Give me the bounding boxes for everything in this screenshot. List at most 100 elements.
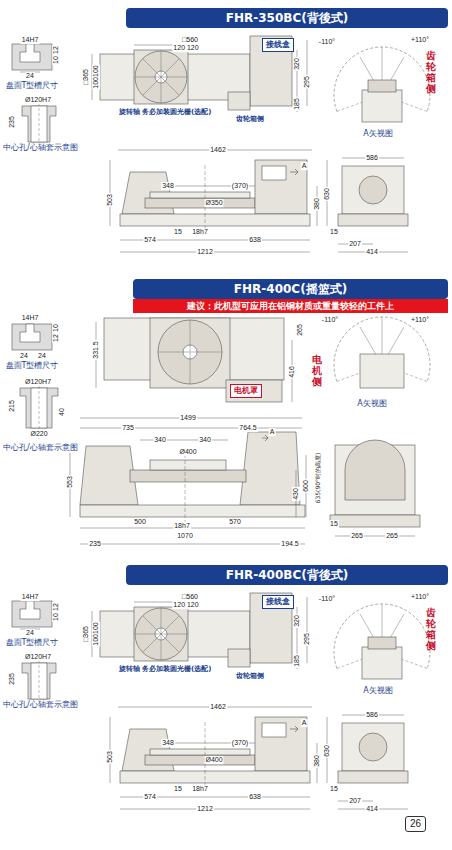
dimension-label: 185 [293, 654, 301, 668]
dimension-label: +110° [410, 593, 430, 601]
dimension-label: -110° [321, 316, 339, 324]
node-text: 26 [410, 818, 421, 830]
dimension-label: 185 [293, 97, 301, 111]
drawing-stroke [120, 252, 310, 253]
drawing-stroke [134, 50, 188, 104]
drawing-stroke [335, 536, 415, 537]
page-number: 26 [405, 816, 426, 832]
dimension-label: 586 [365, 711, 379, 719]
caption-label: A矢视图 [362, 687, 393, 696]
node-text: 接线盒 [266, 40, 290, 50]
dimension-label: 1070 [176, 532, 194, 540]
dimension-label: 764.5 [238, 424, 258, 432]
dimension-label: 10 [52, 55, 60, 65]
drawing-stroke [143, 59, 179, 95]
caption-label: 中心孔/心轴套示意图 [2, 701, 79, 710]
dimension-label: 503 [106, 193, 114, 207]
caption-label: 中心孔/心轴套示意图 [2, 444, 79, 453]
dimension-label: 320 [293, 57, 301, 71]
terminal-box-label: 接线盒 [262, 38, 294, 52]
caption-label: A矢视图 [362, 130, 393, 139]
dimension-label: 1212 [196, 248, 214, 256]
drawing-stroke [226, 380, 282, 402]
drawing-stroke [290, 169, 298, 175]
dimension-label: Ø120H7 [24, 96, 52, 104]
node-text: 建议：此机型可应用在铝铜材质或重量较轻的工件上 [139, 299, 442, 313]
drawing-stroke [262, 166, 286, 180]
drawing-stroke [330, 515, 420, 527]
dimension-label: +110° [410, 316, 430, 324]
drawing-stroke [150, 318, 230, 388]
dimension-label: 586 [365, 154, 379, 162]
caption-label: 中心孔/心轴套示意图 [2, 144, 79, 153]
drawing-stroke [12, 44, 52, 70]
dimension-label: 10 [52, 612, 60, 622]
drawing-stroke [362, 90, 402, 122]
dimension-label: 207 [348, 797, 362, 805]
dimension-label: 235 [8, 115, 16, 129]
dimension-label: 24 [19, 352, 29, 360]
drawing-stroke [205, 165, 206, 230]
dimension-label: Ø120H7 [24, 378, 52, 386]
section-title: FHR-400BC(背後式) [126, 565, 448, 585]
drawing-stroke [359, 176, 387, 204]
dimension-label: Ø220 [29, 430, 48, 438]
fhr-400c-drawing [12, 317, 430, 544]
dimension-label: 574 [143, 236, 157, 244]
drawing-stroke [120, 214, 310, 226]
dimension-label: A [301, 162, 308, 170]
dimension-label: 638 [248, 793, 262, 801]
dimension-label: 235 [8, 672, 16, 686]
drawing-stroke [145, 198, 255, 208]
caption-label: 盘面T型槽尺寸 [5, 362, 60, 371]
caption-label: 齿轮箱侧 [426, 607, 436, 651]
dimension-label: □560 [181, 36, 199, 44]
dimension-label: 14H7 [21, 36, 40, 44]
dimension-label: 348 [161, 182, 175, 190]
dimension-label: □365 [82, 68, 90, 86]
terminal-box-label: 接线盒 [262, 595, 294, 609]
dimension-label: 414 [365, 805, 379, 813]
dimension-label: 295 [303, 75, 311, 89]
dimension-label: 40 [58, 407, 66, 417]
dimension-label: 340 [198, 436, 212, 444]
drawing-stroke [150, 460, 226, 470]
caption-label: A矢视图 [356, 400, 387, 409]
dimension-label: 12 [52, 45, 60, 55]
dimension-label: -110° [318, 595, 336, 603]
motor-cover-label: 电机罩 [230, 384, 262, 398]
dimension-label: 331.5 [92, 340, 100, 360]
drawing-stroke [250, 36, 292, 106]
dimension-label: 630 [323, 187, 331, 201]
dimension-label: 120 120 [172, 44, 199, 52]
drawing-stroke [190, 320, 191, 384]
drawing-stroke [80, 505, 305, 517]
dimension-label: 340 [153, 436, 167, 444]
drawing-stroke [135, 51, 187, 103]
dimension-label: 207 [348, 240, 362, 248]
dimension-label: 12 [52, 333, 60, 343]
dimension-label: 24 [37, 352, 47, 360]
node-text: FHR-400BC(背後式) [134, 565, 440, 585]
drawing-stroke [228, 92, 250, 110]
dimension-label: 215 [8, 399, 16, 413]
drawing-stroke [255, 160, 307, 214]
dimension-label: 380 [313, 754, 321, 768]
drawing-stroke [158, 320, 222, 384]
dimension-label: 638 [248, 236, 262, 244]
dimension-label: 265 [350, 532, 364, 540]
dimension-label: 15 [173, 228, 183, 236]
section-title: FHR-400C(摇篮式) [133, 279, 448, 299]
drawing-stroke [360, 354, 404, 388]
dimension-label: 15 [329, 785, 339, 793]
node-text: FHR-400C(摇篮式) [141, 279, 440, 299]
dimension-label: 600 [302, 479, 310, 493]
drawing-stroke [80, 446, 138, 505]
dimension-label: 574 [143, 793, 157, 801]
dimension-label: 1212 [196, 805, 214, 813]
caption-label: 盘面T型槽尺寸 [5, 82, 60, 91]
dimension-label: □560 [181, 593, 199, 601]
dimension-label: 24 [25, 629, 35, 637]
dimension-label: 500 [133, 518, 147, 526]
